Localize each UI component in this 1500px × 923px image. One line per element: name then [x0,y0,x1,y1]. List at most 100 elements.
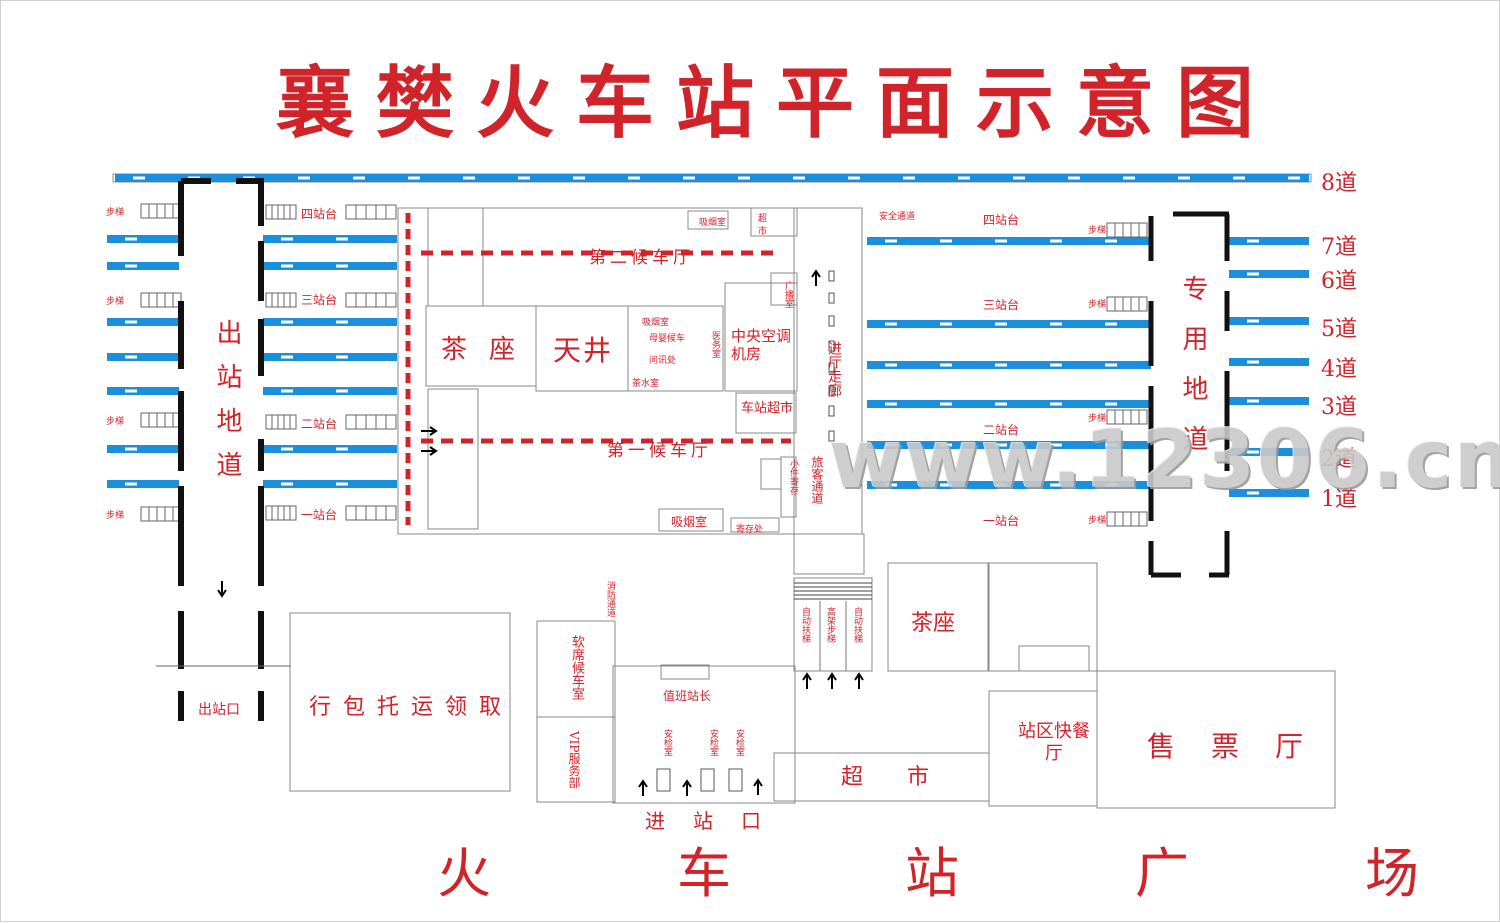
stair-mid: 高架步梯 [825,607,835,643]
security-booth [656,768,671,792]
far-right-track [1229,237,1309,245]
track-marker [1288,176,1300,180]
far-right-track [1229,397,1309,405]
far-right-track [1229,448,1309,456]
track-marker [336,389,348,393]
track-marker [1105,443,1117,447]
waiting-hall-1: 第一候车厅 [607,441,712,461]
right-track-segment [867,441,1151,449]
stairs-icon [345,414,397,430]
safety-passage: 安全通道 [879,212,916,222]
ac-room-outline [724,282,798,392]
ac-room: 中央空调机房 [731,327,792,363]
escalator-arrow-icon [802,672,812,689]
track-marker [940,322,952,326]
right-track-segment [867,361,1151,369]
ticket-hall-outline [1096,670,1336,809]
tea-seat-2: 茶座 [911,611,956,636]
left-platform-2: 二站台 [301,417,338,431]
track-marker [336,237,348,241]
small-room: 寄存处 [736,525,764,535]
track-label-1: 1道 [1321,487,1357,512]
left-track-segment [107,445,179,453]
track-marker [1068,176,1080,180]
stairs-label: 步梯 [106,297,125,307]
track-marker [885,443,897,447]
right-track-segment [867,237,1151,245]
track-marker [125,389,137,393]
far-right-track [1229,489,1309,497]
left-track-segment [107,480,179,488]
track-marker [940,402,952,406]
tea-seat-2-outline [887,562,989,672]
stairs-icon [140,203,182,219]
arrow-icon [421,426,438,436]
plaza-char: 火 [437,842,491,905]
market-small: 超市 [758,214,768,237]
far-right-track [1229,270,1309,278]
left-track-segment [107,235,179,243]
small-room: 问讯处 [649,356,677,366]
stairs-icon [140,412,182,428]
entry-arrow-icon [682,779,692,796]
special-tunnel-label: 专用地道 [1178,275,1208,475]
room-outline [427,207,484,307]
left-platform-3: 三站台 [301,293,338,307]
room-outline [780,456,797,518]
exit-tunnel-label: 出站地道 [212,319,242,495]
track-marker [1247,399,1259,403]
stairs-label: 步梯 [106,511,125,521]
track-marker [463,176,475,180]
security-booth [728,768,743,792]
fast-food: 站区快餐厅 [1018,721,1090,764]
track-marker [940,483,952,487]
baggage-room: 行包托运领取 [309,695,514,720]
track-marker [281,389,293,393]
plaza-char: 场 [1365,842,1419,905]
track-marker [133,176,145,180]
escalator-arrow-icon [827,672,837,689]
track-marker [1247,450,1259,454]
track-marker [940,443,952,447]
left-track-segment [107,262,179,270]
track-marker [885,322,897,326]
track-marker [1050,322,1062,326]
stairs-icon [265,505,297,521]
left-track-segment [263,262,397,270]
right-platform-2: 二站台 [983,423,1020,437]
track-marker [281,320,293,324]
security-room: 安检室 [662,729,672,756]
track-marker [995,322,1007,326]
smoking-outline [658,508,724,532]
escalator-arrow-icon [854,672,864,689]
track-marker [353,176,365,180]
exit-arrow-icon [217,581,227,598]
stairs-label: 步梯 [1088,516,1107,526]
track-marker [125,447,137,451]
corridor-marker [828,405,835,417]
corridor-marker [828,292,835,304]
corridor-marker [828,315,835,327]
track-marker [298,176,310,180]
room-outline [770,272,798,306]
track-marker [125,320,137,324]
left-platform-4: 四站台 [301,207,338,221]
track-marker [885,483,897,487]
track-marker [336,320,348,324]
corridor-marker [828,270,835,282]
track-marker [940,239,952,243]
stairs-label: 步梯 [106,417,125,427]
entry-corridor: 进厅走廊 [826,341,842,397]
stairs-icon [265,292,297,308]
track-marker [1050,443,1062,447]
track-marker [885,363,897,367]
track-marker [1233,176,1245,180]
track-marker [738,176,750,180]
stairs-label: 步梯 [1088,414,1107,424]
track-label-6: 6道 [1321,269,1357,294]
left-track-segment [263,235,397,243]
ticket-hall: 售票厅 [1147,730,1340,763]
track-marker [1105,402,1117,406]
arrow-icon [421,446,438,456]
